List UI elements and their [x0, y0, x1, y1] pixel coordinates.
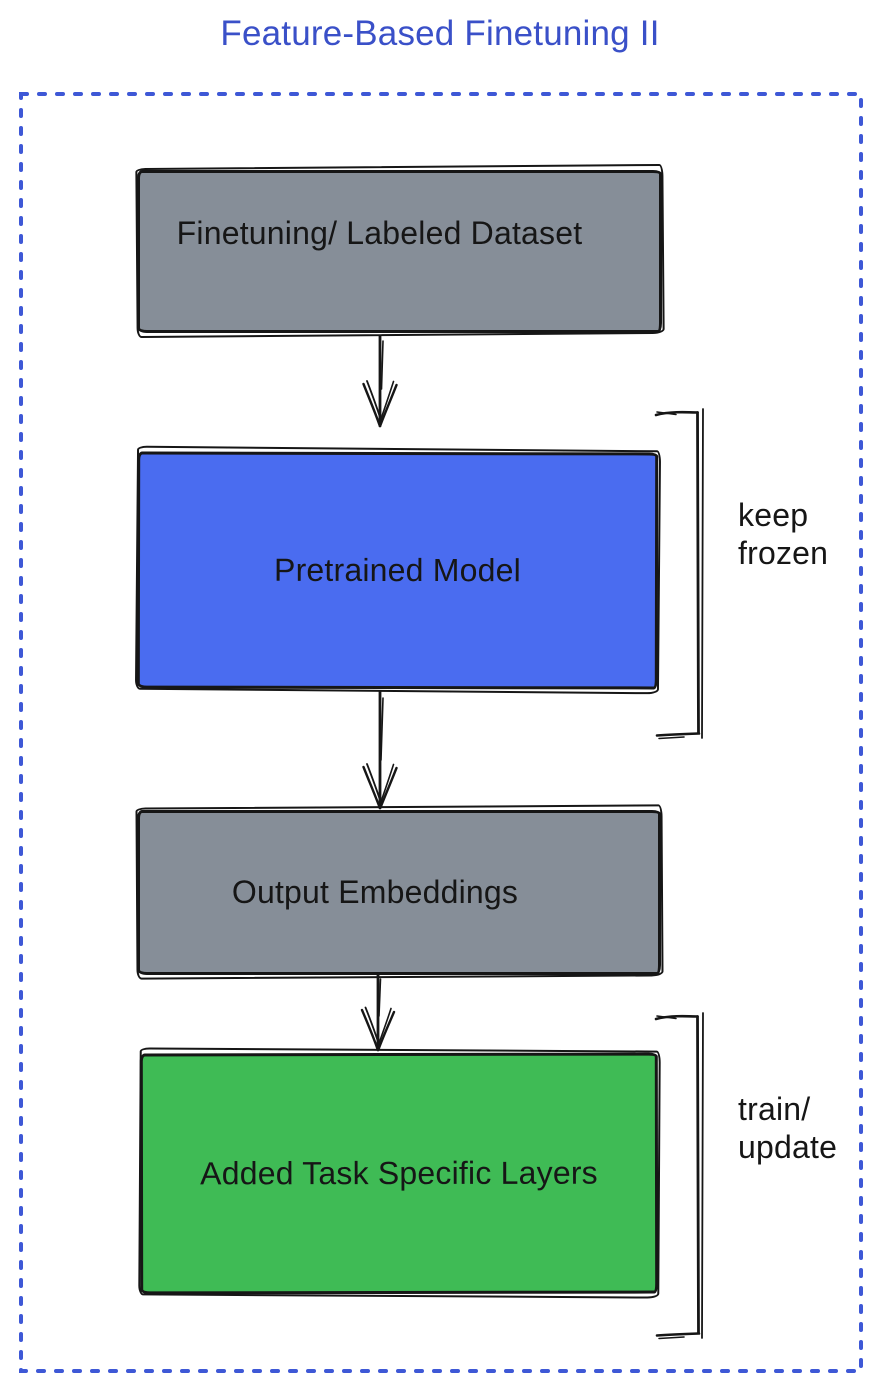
node-output-embeddings: Output Embeddings — [137, 810, 661, 975]
dotted-frame-border — [19, 92, 863, 1373]
bracket-icon — [654, 408, 704, 740]
node-label-pretrained-model: Pretrained Model — [274, 551, 521, 589]
dotted-frame-rect — [19, 92, 863, 1373]
node-label-output-embeddings: Output Embeddings — [231, 874, 519, 910]
arrow-down-icon — [362, 334, 398, 428]
node-label-added-task-specific-layers: Added Task Specific Layers — [200, 1154, 598, 1192]
arrow-down-icon — [360, 974, 396, 1052]
node-finetuning-labeled-dataset: Finetuning/ Labeled Dataset — [137, 170, 662, 333]
node-pretrained-model: Pretrained Model — [136, 451, 659, 690]
side-label-keep-frozen: keep frozen — [738, 497, 829, 571]
diagram-title: Feature-Based Finetuning II — [220, 14, 660, 53]
bracket-icon — [654, 1012, 704, 1340]
node-added-task-specific-layers: Added Task Specific Layers — [139, 1052, 659, 1295]
node-label-finetuning-labeled-dataset: Finetuning/ Labeled Dataset — [176, 215, 583, 251]
side-label-train-update: train/ update — [738, 1091, 838, 1165]
dotted-frame — [17, 90, 865, 1375]
arrow-down-icon — [362, 690, 398, 810]
